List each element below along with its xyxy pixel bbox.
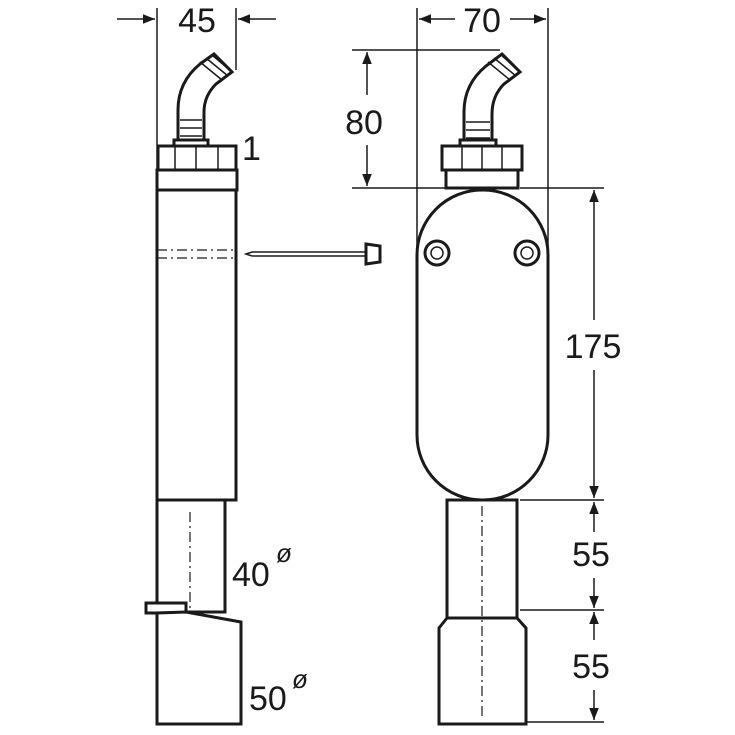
side-nut: [155, 144, 239, 192]
front-width-label: 70: [463, 2, 501, 40]
pipe-lower-diameter: 50: [249, 680, 287, 718]
side-hose-nozzle: [172, 52, 235, 150]
front-width-dimension: 70: [416, 2, 549, 250]
pipe1-height-label: 55: [572, 536, 610, 574]
front-body: [415, 188, 550, 502]
front-view: 70 80: [345, 2, 622, 726]
pipe-upper-dia-symbol: ø: [276, 538, 292, 568]
part-number-label: 1: [242, 130, 261, 168]
side-width-label: 45: [178, 2, 216, 40]
front-hose-nozzle: [458, 52, 523, 150]
mounting-hole-right: [513, 239, 541, 267]
body-height-label: 175: [565, 328, 622, 366]
pipe2-height-label: 55: [572, 648, 610, 686]
side-pipe-upper: [155, 498, 227, 614]
side-pipe-lower: [155, 610, 243, 726]
front-height-top-label: 80: [345, 104, 383, 142]
side-view: 45 1 40: [117, 2, 382, 726]
mounting-hole-left: [423, 239, 451, 267]
pipe-lower-dia-symbol: ø: [292, 664, 308, 694]
front-vertical-dimensions: 175 55 55: [520, 187, 622, 723]
pipe-upper-diameter: 40: [232, 556, 270, 594]
front-nut: [440, 144, 524, 190]
side-body: [155, 188, 238, 502]
front-height-top-dimension: 80: [345, 49, 500, 189]
mounting-screw: [243, 242, 382, 266]
